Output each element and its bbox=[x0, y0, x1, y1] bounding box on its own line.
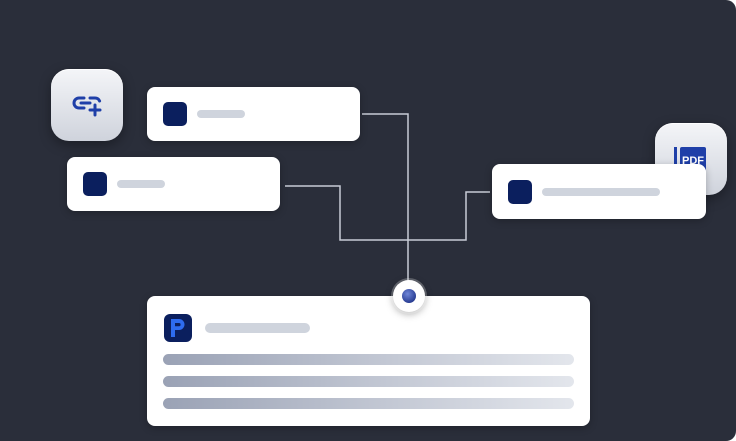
source-card-1[interactable] bbox=[147, 87, 360, 141]
link-add-icon bbox=[72, 96, 102, 117]
document-title-placeholder bbox=[205, 323, 310, 333]
placeholder-bar bbox=[542, 188, 660, 196]
text-line-placeholder bbox=[163, 376, 574, 387]
app-square-icon bbox=[508, 180, 532, 204]
document-card[interactable] bbox=[147, 296, 590, 426]
text-line-placeholder bbox=[163, 354, 574, 365]
app-square-icon bbox=[83, 172, 107, 196]
app-square-icon bbox=[163, 102, 187, 126]
connector-card-b bbox=[285, 185, 490, 241]
placeholder-bar bbox=[117, 180, 165, 188]
source-card-2[interactable] bbox=[67, 157, 280, 211]
hub-dot bbox=[402, 289, 416, 303]
p-logo-icon bbox=[164, 314, 192, 342]
text-line-placeholder bbox=[163, 398, 574, 409]
connector-card-a bbox=[362, 113, 409, 296]
link-add-tile[interactable] bbox=[51, 69, 123, 141]
connector-hub-icon[interactable] bbox=[393, 280, 425, 312]
source-card-3[interactable] bbox=[492, 164, 706, 219]
placeholder-bar bbox=[197, 110, 245, 118]
